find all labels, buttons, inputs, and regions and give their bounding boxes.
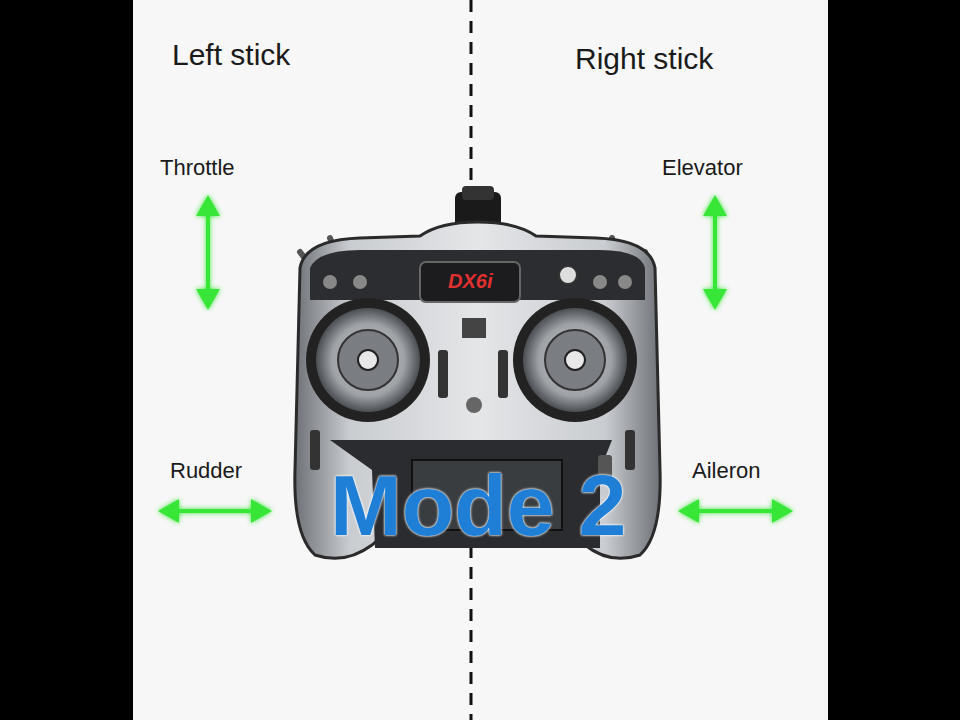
control-label: Elevator <box>662 157 743 179</box>
control-label: Throttle <box>160 157 235 179</box>
stick-heading: Right stick <box>575 44 713 74</box>
control-label: Aileron <box>692 460 760 482</box>
stick-heading: Left stick <box>172 40 290 70</box>
mode-label: Mode 2 <box>330 462 626 548</box>
transmitter <box>295 186 660 558</box>
control-label: Rudder <box>170 460 242 482</box>
model-logo: DX6i <box>448 271 492 291</box>
background <box>133 0 828 720</box>
